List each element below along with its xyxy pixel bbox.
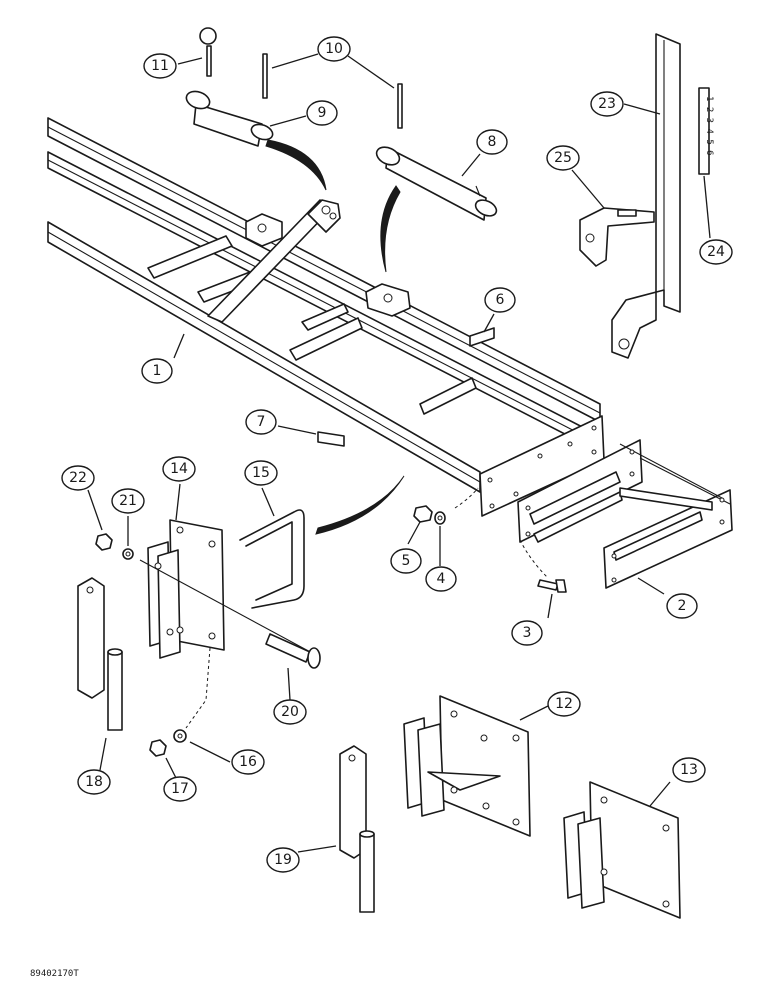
decal-7: [317, 431, 345, 447]
callout-8: 8: [476, 129, 508, 155]
callout-5: 5: [390, 548, 422, 574]
roll-pin-10b: [397, 83, 403, 129]
figure-code: 89402170T: [30, 969, 79, 979]
mount-plate-12: [403, 695, 531, 837]
callout-20-label: 20: [281, 704, 299, 720]
hitch-plate-14: [147, 519, 225, 659]
hitch-lug-right: [365, 283, 411, 317]
callout-22: 22: [61, 465, 95, 491]
washer-21: [122, 548, 134, 560]
hitch-post-19: [339, 745, 375, 913]
callout-14: 14: [162, 456, 196, 482]
callout-16-label: 16: [239, 754, 257, 770]
callout-12: 12: [547, 691, 581, 717]
hitch-post-18: [77, 577, 123, 731]
carriage-bolt-20: [139, 559, 321, 669]
decal-24-text: 1 2 3 4 5 6: [704, 96, 714, 156]
callout-17: 17: [163, 776, 197, 802]
callout-2: 2: [666, 593, 698, 619]
callout-9: 9: [306, 100, 338, 126]
washer-4: [434, 511, 446, 525]
callout-3: 3: [511, 620, 543, 646]
callout-11-label: 11: [151, 58, 169, 74]
u-bolt-15: [239, 509, 305, 609]
assembly-arrow-arc: [265, 139, 327, 191]
callout-6: 6: [484, 287, 516, 313]
callout-10: 10: [317, 36, 351, 62]
callout-11: 11: [143, 53, 177, 79]
callout-17-label: 17: [171, 781, 189, 797]
callout-16: 16: [231, 749, 265, 775]
marker-bracket-23: [611, 33, 681, 359]
lynch-pin-11: [199, 27, 217, 77]
callout-18: 18: [77, 769, 111, 795]
assembly-arrow-arc: [315, 475, 405, 535]
callout-10-label: 10: [325, 41, 343, 57]
main-frame: [47, 117, 605, 517]
callout-1: 1: [141, 358, 173, 384]
callout-3-label: 3: [523, 625, 532, 641]
callout-4: 4: [425, 566, 457, 592]
mount-plate-13: [563, 781, 681, 919]
callout-7: 7: [245, 409, 277, 435]
callout-25: 25: [546, 145, 580, 171]
callout-9-label: 9: [318, 105, 327, 121]
nut-22: [95, 533, 113, 551]
callout-13-label: 13: [680, 762, 698, 778]
callout-13: 13: [672, 757, 706, 783]
decal-6: [469, 327, 495, 347]
hitch-pin-8: [375, 146, 498, 221]
callout-12-label: 12: [555, 696, 573, 712]
callout-4-label: 4: [437, 571, 446, 587]
callout-14-label: 14: [170, 461, 188, 477]
decal-24: 1 2 3 4 5 6: [698, 87, 714, 175]
callout-7-label: 7: [257, 414, 266, 430]
callout-24-label: 24: [707, 244, 725, 260]
assembly-arrow-arc: [380, 185, 401, 273]
callout-15: 15: [244, 460, 278, 486]
washer-16: [173, 729, 187, 743]
callout-5-label: 5: [402, 553, 411, 569]
callout-19: 19: [266, 847, 300, 873]
callout-19-label: 19: [274, 852, 292, 868]
callout-2-label: 2: [678, 598, 687, 614]
callout-21-label: 21: [119, 493, 137, 509]
callout-24: 24: [699, 239, 733, 265]
bolt-3: [537, 579, 567, 593]
leader-lines: [87, 53, 711, 853]
callout-22-label: 22: [69, 470, 87, 486]
callout-15-label: 15: [252, 465, 270, 481]
callout-1-label: 1: [153, 363, 162, 379]
hitch-pin-9: [185, 90, 274, 147]
extension-frame: [517, 439, 733, 589]
callout-6-label: 6: [496, 292, 505, 308]
nut-17: [149, 739, 167, 757]
callout-23-label: 23: [598, 96, 616, 112]
callout-21: 21: [111, 488, 145, 514]
callout-8-label: 8: [488, 134, 497, 150]
callout-20: 20: [273, 699, 307, 725]
nut-5: [413, 505, 433, 523]
bracket-25: [579, 207, 655, 267]
callout-23: 23: [590, 91, 624, 117]
callout-25-label: 25: [554, 150, 572, 166]
hitch-lug-left: [245, 213, 283, 247]
roll-pin-10a: [262, 53, 268, 99]
callout-18-label: 18: [85, 774, 103, 790]
